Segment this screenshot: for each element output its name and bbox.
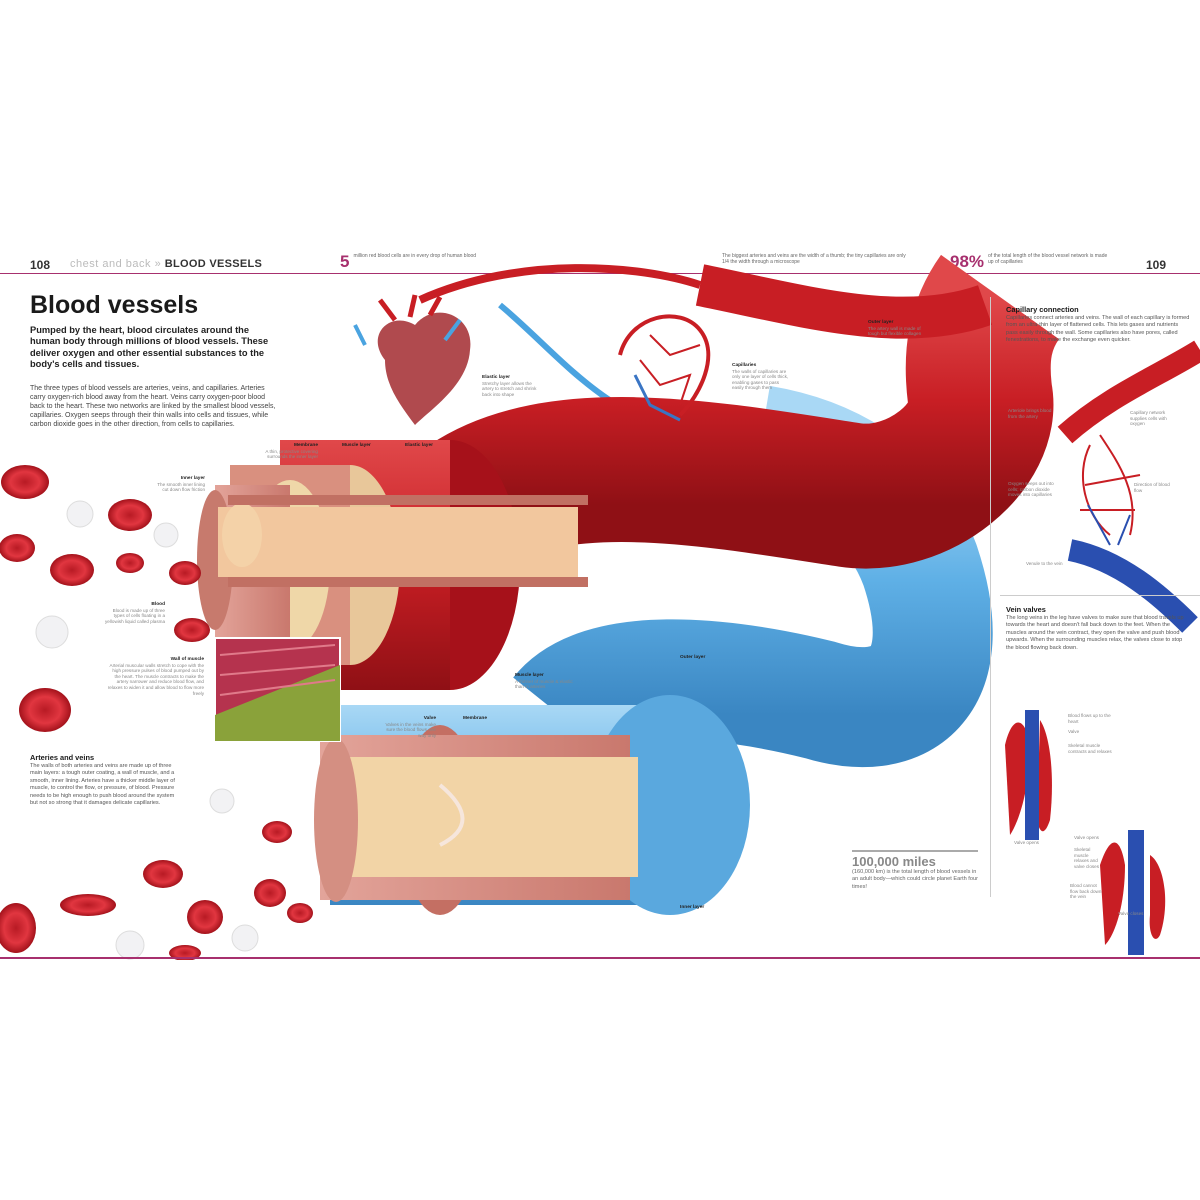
book-spread: 108 chest and back » BLOOD VESSELS 5 mil… (0, 245, 1200, 960)
bottom-rule (0, 957, 1200, 959)
muscle-photo-inset (214, 637, 341, 742)
fact-text-2: The biggest arteries and veins are the w… (722, 253, 906, 265)
distance-callout: 100,000 miles (160,000 km) is the total … (852, 850, 978, 891)
capillary-connection-title: Capillary connection (1006, 305, 1079, 314)
fact-box-2: The biggest arteries and veins are the w… (722, 253, 912, 265)
callout-text: (160,000 km) is the total length of bloo… (852, 869, 978, 890)
fact-box-1: 5 million red blood cells are in every d… (340, 253, 510, 270)
capillary-connection-diagram (1057, 340, 1200, 633)
article-intro: Pumped by the heart, blood circulates ar… (30, 325, 269, 370)
label-elastic-layer-2: Elastic layer (405, 443, 434, 448)
label-membrane-vein: Membrane (463, 716, 487, 721)
breadcrumb-section: chest and back (70, 258, 151, 270)
label-outer-layer-vein: Outer layer (680, 655, 706, 660)
valve-label-skeletal: Skeletal muscle contracts and relaxes (1068, 743, 1112, 754)
fact-value-1: 5 (340, 252, 350, 271)
valve-caption-open: Valve opens (1014, 840, 1039, 845)
capillary-label-artery: Arteriole brings blood from the artery (1008, 408, 1052, 419)
breadcrumb-topic: BLOOD VESSELS (164, 258, 263, 270)
valve-label-blood-flows: Blood flows up to the heart (1068, 713, 1111, 724)
article-body: The three types of blood vessels are art… (30, 385, 276, 428)
blood-cells (0, 465, 313, 960)
fact-box-3: 98% of the total length of the blood ves… (950, 253, 1110, 270)
right-page-number: 109 (1146, 258, 1167, 272)
fact-value-3: 98% (950, 252, 985, 271)
vein-cutaway (314, 695, 750, 915)
capillary-bed-icon (618, 314, 711, 422)
valve-label-skeletal-2: Skeletal muscle relaxes and valve closes (1074, 847, 1100, 869)
capillary-connection-text: Capillaries connect arteries and veins. … (1006, 315, 1190, 344)
capillary-label-oxygen: Oxygen seeps out into cells; carbon diox… (1008, 481, 1054, 498)
header-rule (0, 273, 1200, 274)
blood-vessel-illustration (0, 254, 1200, 960)
article-title: Blood vessels (30, 291, 199, 319)
capillary-label-network: Capillary network supplies cells with ox… (1130, 410, 1167, 427)
fact-text-3: of the total length of the blood vessel … (988, 253, 1108, 265)
breadcrumb: chest and back » BLOOD VESSELS (70, 258, 262, 270)
valve-label-valve-open: Valve opens (1074, 835, 1099, 840)
arteries-veins-title: Arteries and veins (30, 753, 95, 762)
vein-valves-text: The long veins in the leg have valves to… (1006, 615, 1184, 651)
vein-valves-diagram (1005, 710, 1166, 955)
heart-icon (353, 294, 471, 425)
capillary-label-vein: Venule to the vein (1026, 561, 1063, 566)
side-panel (990, 297, 1200, 897)
callout-value: 100,000 miles (852, 854, 936, 869)
left-page-number: 108 (30, 258, 51, 272)
valve-label-blood-cannot: Blood cannot flow back down the vein (1070, 883, 1102, 900)
valve-label-valve: Valve (1068, 729, 1080, 734)
label-muscle-layer-artery: Muscle layer (342, 443, 371, 448)
arteries-veins-text: The walls of both arteries and veins are… (30, 763, 175, 807)
fact-text-1: million red blood cells are in every dro… (353, 253, 477, 259)
label-inner-layer-vein: Inner layer (680, 905, 705, 910)
vein-valves-title: Vein valves (1006, 605, 1046, 614)
capillary-label-direction: Direction of blood flow (1134, 482, 1170, 493)
valve-caption-closed: Valve closes (1118, 911, 1144, 916)
panel-divider (1000, 595, 1200, 596)
breadcrumb-separator: » (154, 258, 162, 270)
